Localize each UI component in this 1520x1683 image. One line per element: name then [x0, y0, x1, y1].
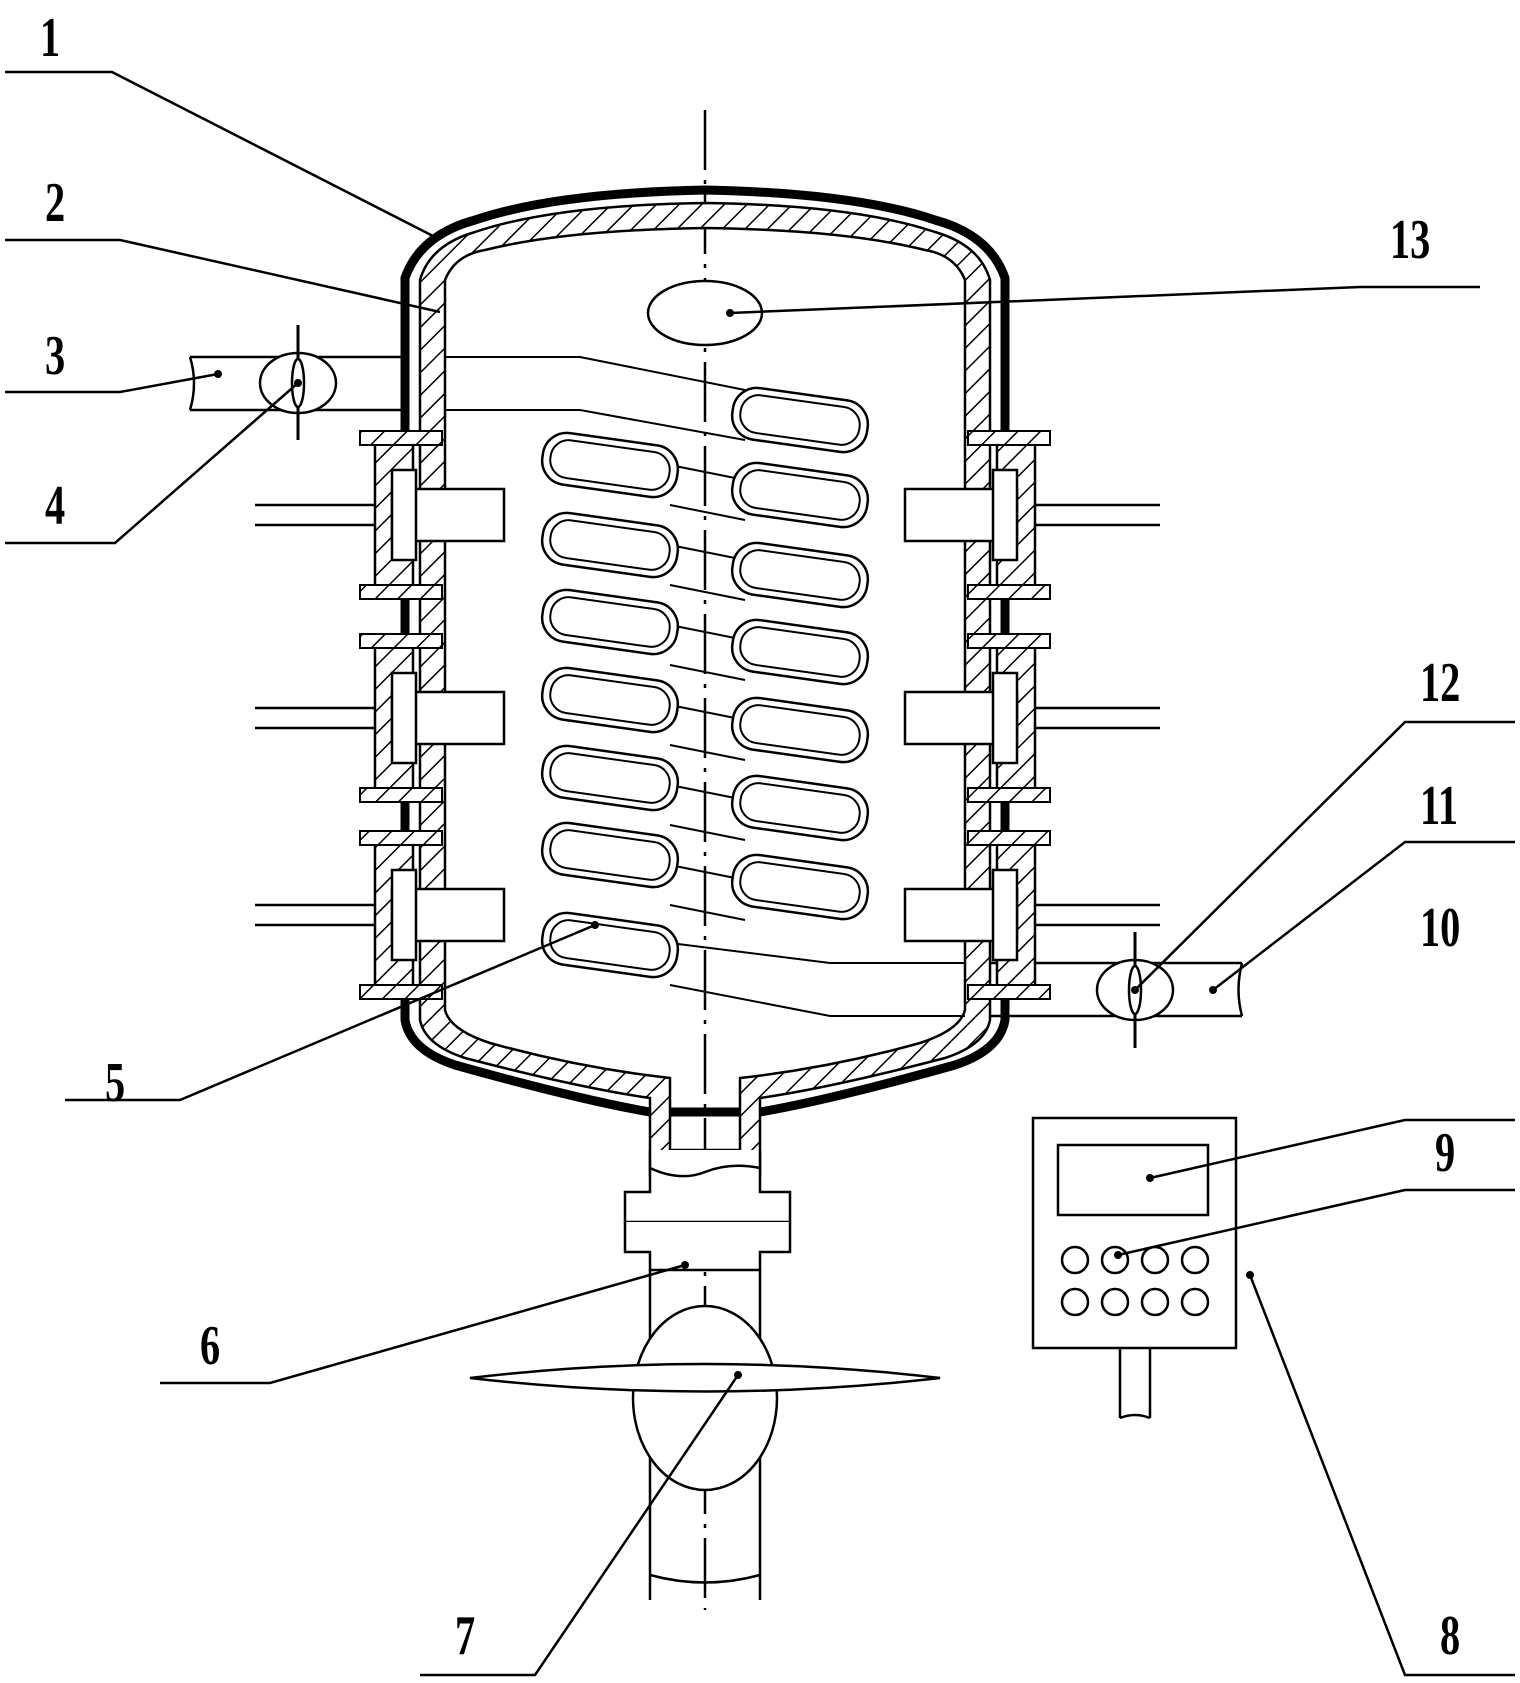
control-button: [1180, 1287, 1210, 1317]
control-buttons: [1060, 1245, 1210, 1317]
coil-tube-section: [540, 911, 680, 979]
bottom-valve: [469, 1304, 941, 1584]
coil-tube-section: [730, 696, 870, 764]
label-11: 11: [1420, 775, 1459, 837]
label-5: 5: [105, 1052, 126, 1114]
outer-jacket: [400, 185, 1010, 1117]
control-button: [1060, 1287, 1090, 1317]
heater-port-left: [255, 633, 506, 803]
label-8: 8: [1440, 1605, 1461, 1667]
heater-ports: [255, 430, 1160, 1000]
coil-sections: [540, 386, 870, 979]
label-13: 13: [1390, 209, 1431, 271]
coil-tube-section: [540, 511, 680, 579]
coil-tube-section: [730, 618, 870, 686]
control-button: [1180, 1245, 1210, 1275]
heater-port-right: [903, 830, 1160, 1000]
label-1: 1: [40, 7, 61, 69]
coil-tube-section: [540, 431, 680, 499]
control-button: [1140, 1287, 1170, 1317]
heater-port-left: [255, 830, 506, 1000]
control-button: [1140, 1245, 1170, 1275]
label-4: 4: [45, 475, 66, 537]
coil-tube-section: [730, 774, 870, 842]
leader-dots: [214, 309, 1254, 1379]
bottom-outlet: [623, 1150, 792, 1600]
label-12: 12: [1420, 652, 1461, 714]
label-9: 9: [1435, 1122, 1456, 1184]
top-sensor: [646, 279, 764, 347]
coil-tube-section: [540, 666, 680, 734]
label-3: 3: [45, 325, 66, 387]
heater-port-right: [903, 430, 1160, 600]
label-2: 2: [45, 172, 66, 234]
control-button: [1060, 1245, 1090, 1275]
leader-lines: [5, 70, 1515, 1677]
coil-tube-section: [730, 853, 870, 921]
coil-tube-section: [540, 821, 680, 889]
control-button: [1100, 1245, 1130, 1275]
coil-tube-section: [540, 744, 680, 812]
inner-wall: [418, 201, 992, 1177]
label-10: 10: [1420, 897, 1461, 959]
coil-tube-section: [540, 588, 680, 656]
coil-tube-section: [730, 461, 870, 529]
heater-port-right: [903, 633, 1160, 803]
label-7: 7: [455, 1605, 476, 1667]
coil-tube-section: [730, 386, 870, 454]
label-6: 6: [200, 1315, 221, 1377]
control-button: [1100, 1287, 1130, 1317]
heater-port-left: [255, 430, 506, 600]
coil-tube-section: [730, 541, 870, 609]
